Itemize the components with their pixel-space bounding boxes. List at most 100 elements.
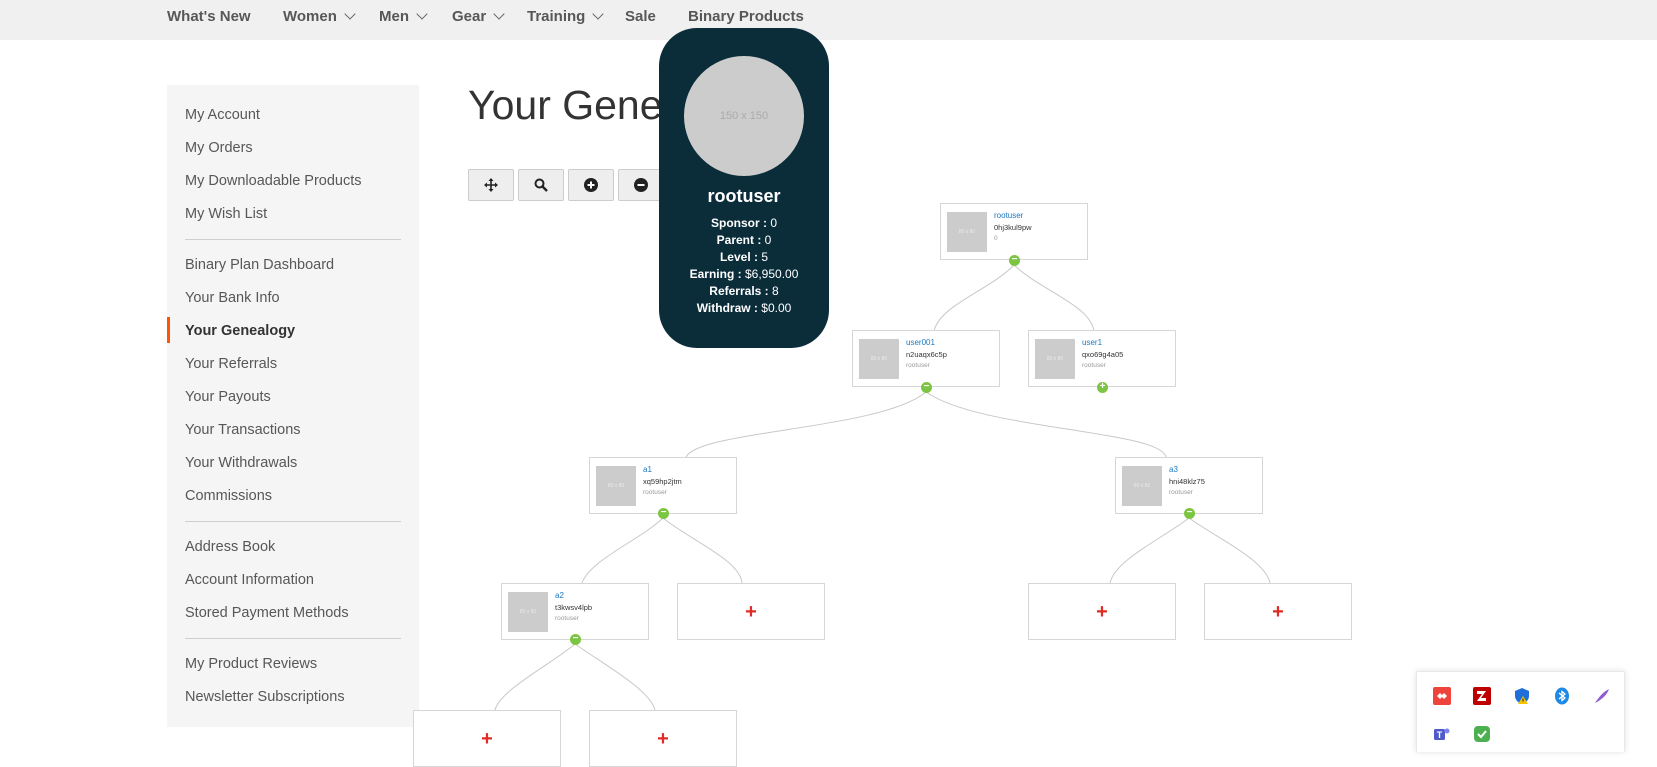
tooltip-username: rootuser [707, 186, 781, 206]
collapse-toggle[interactable]: − [1009, 255, 1020, 266]
node-code: 0hj3kul9pw [994, 223, 1032, 232]
nav-label: What's New [167, 8, 251, 25]
sidebar-divider [185, 239, 401, 240]
collapse-toggle[interactable]: − [921, 382, 932, 393]
node-sponsor: rootuser [1169, 489, 1193, 496]
zoom-in-button[interactable] [568, 169, 614, 201]
node-username[interactable]: rootuser [994, 211, 1024, 220]
tooltip-referrals-row: Referrals : 8 [659, 284, 829, 298]
node-sponsor: rootuser [906, 362, 930, 369]
nav-binary-products[interactable]: Binary Products [688, 8, 804, 25]
add-icon: + [1096, 600, 1108, 623]
sidebar-divider [185, 521, 401, 522]
node-code: n2uaqx6c5p [906, 350, 947, 359]
page-title: Your Gene [468, 82, 663, 128]
nav-gear[interactable]: Gear [452, 8, 505, 25]
node-thumbnail: 80 x 80 [508, 592, 548, 632]
zoom-out-button[interactable] [618, 169, 664, 201]
sidebar-item-binary-plan-dashboard[interactable]: Binary Plan Dashboard [185, 257, 335, 273]
sidebar-item-wish-list[interactable]: My Wish List [185, 206, 268, 222]
sidebar-item-newsletter-subscriptions[interactable]: Newsletter Subscriptions [185, 689, 345, 705]
collapse-toggle[interactable]: − [658, 508, 669, 519]
node-sponsor: 0 [994, 235, 998, 242]
sidebar-item-commissions[interactable]: Commissions [185, 488, 273, 504]
sidebar-item-withdrawals[interactable]: Your Withdrawals [185, 455, 298, 471]
add-member-slot[interactable]: + [677, 583, 825, 640]
row-value: 0 [770, 216, 778, 230]
teams-icon[interactable]: T [1431, 723, 1453, 745]
tooltip-earning-row: Earning : $6,950.00 [659, 267, 829, 281]
nav-label: Binary Products [688, 8, 804, 25]
row-label: Parent : [716, 233, 762, 247]
nav-whats-new[interactable]: What's New [167, 8, 251, 25]
security-shield-icon[interactable] [1511, 685, 1533, 707]
nav-women[interactable]: Women [283, 8, 356, 25]
feather-pen-icon[interactable] [1591, 685, 1613, 707]
add-member-slot[interactable]: + [1204, 583, 1352, 640]
node-username[interactable]: a3 [1169, 465, 1178, 474]
bluetooth-icon[interactable] [1551, 685, 1573, 707]
node-username[interactable]: a2 [555, 591, 564, 600]
sidebar-item-payouts[interactable]: Your Payouts [185, 389, 271, 405]
tree-node-rootuser[interactable]: 80 x 80 rootuser 0hj3kul9pw 0 [940, 203, 1088, 260]
sidebar-item-transactions[interactable]: Your Transactions [185, 422, 301, 438]
node-code: xq59hp2jtm [643, 477, 682, 486]
node-sponsor: rootuser [555, 615, 579, 622]
node-code: qxo69g4a05 [1082, 350, 1124, 359]
add-member-slot[interactable]: + [1028, 583, 1176, 640]
node-thumbnail: 80 x 80 [859, 339, 899, 379]
move-button[interactable] [468, 169, 514, 201]
node-code: hni48klz75 [1169, 477, 1205, 486]
add-member-slot[interactable]: + [589, 710, 737, 767]
add-icon: + [657, 727, 669, 750]
account-sidebar: My Account My Orders My Downloadable Pro… [167, 85, 419, 727]
nav-men[interactable]: Men [379, 8, 428, 25]
zoom-in-icon [584, 178, 598, 192]
filezilla-icon[interactable] [1471, 685, 1493, 707]
tooltip-sponsor-row: Sponsor : 0 [659, 216, 829, 230]
tooltip-parent-row: Parent : 0 [659, 233, 829, 247]
sidebar-item-address-book[interactable]: Address Book [185, 539, 276, 555]
search-button[interactable] [518, 169, 564, 201]
sidebar-item-bank-info[interactable]: Your Bank Info [185, 290, 280, 306]
nav-label: Training [527, 8, 586, 25]
sidebar-divider [185, 638, 401, 639]
sidebar-item-stored-payment-methods[interactable]: Stored Payment Methods [185, 605, 349, 621]
row-value: $6,950.00 [744, 267, 799, 281]
tree-node-a3[interactable]: 80 x 80 a3 hni48klz75 rootuser [1115, 457, 1263, 514]
anydesk-icon[interactable] [1431, 685, 1453, 707]
collapse-toggle[interactable]: − [570, 634, 581, 645]
row-label: Referrals : [709, 284, 769, 298]
node-code: t3kwsv4lpb [555, 603, 593, 612]
nav-training[interactable]: Training [527, 8, 605, 25]
expand-toggle[interactable]: + [1097, 382, 1108, 393]
row-label: Withdraw : [696, 301, 758, 315]
member-info-tooltip: 150 x 150 rootuser Sponsor : 0 Parent : … [659, 28, 829, 348]
sidebar-item-product-reviews[interactable]: My Product Reviews [185, 656, 318, 672]
sidebar-item-referrals[interactable]: Your Referrals [185, 356, 278, 372]
nav-label: Women [283, 8, 337, 25]
node-username[interactable]: user001 [906, 338, 935, 347]
node-sponsor: rootuser [1082, 362, 1106, 369]
tree-node-user001[interactable]: 80 x 80 user001 n2uaqx6c5p rootuser [852, 330, 1000, 387]
nav-sale[interactable]: Sale [625, 8, 656, 25]
collapse-toggle[interactable]: − [1184, 508, 1195, 519]
green-check-icon[interactable] [1471, 723, 1493, 745]
system-tray-overflow: T [1416, 671, 1625, 752]
sidebar-item-my-orders[interactable]: My Orders [185, 140, 253, 156]
node-username[interactable]: user1 [1082, 338, 1103, 347]
active-indicator [167, 317, 170, 343]
sidebar-item-account-information[interactable]: Account Information [185, 572, 314, 588]
sidebar-item-my-account[interactable]: My Account [185, 107, 260, 123]
nav-label: Gear [452, 8, 487, 25]
move-icon [484, 178, 498, 192]
tree-node-a1[interactable]: 80 x 80 a1 xq59hp2jtm rootuser [589, 457, 737, 514]
tree-node-user1[interactable]: 80 x 80 user1 qxo69g4a05 rootuser [1028, 330, 1176, 387]
node-username[interactable]: a1 [643, 465, 652, 474]
sidebar-item-downloadable-products[interactable]: My Downloadable Products [185, 173, 362, 189]
tooltip-level-row: Level : 5 [659, 250, 829, 264]
tree-node-a2[interactable]: 80 x 80 a2 t3kwsv4lpb rootuser [501, 583, 649, 640]
add-member-slot[interactable]: + [413, 710, 561, 767]
sidebar-item-genealogy[interactable]: Your Genealogy [185, 323, 296, 339]
